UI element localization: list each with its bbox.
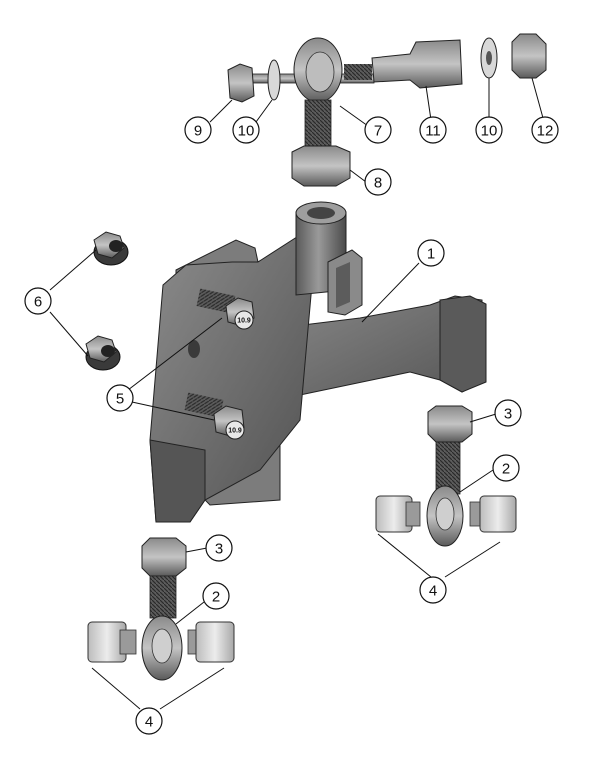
callout-8-label: 8 [374,175,382,192]
lower-flange-bolt: 10.9 [184,392,245,440]
upper-flange-bolt: 10.9 [196,288,255,330]
callout-9-label: 9 [194,123,202,140]
callout-9: 9 [184,116,212,144]
callout-3-lower: 3 [205,534,233,562]
callout-1: 1 [417,239,445,267]
right-rod-end-assembly [375,405,517,547]
callout-3-right-label: 3 [504,406,512,423]
callout-4-lower: 4 [135,707,163,735]
callout-2-right: 2 [492,454,520,482]
callout-11-label: 11 [425,123,441,140]
callout-10-right-label: 10 [481,123,498,140]
callout-6-label: 6 [34,294,42,311]
callout-10-left: 10 [232,116,260,144]
callout-12-label: 12 [537,123,554,140]
callout-4-right: 4 [419,576,447,604]
callout-4-lower-label: 4 [145,714,153,731]
callout-2-lower-label: 2 [212,589,220,606]
callout-4-right-label: 4 [429,583,437,600]
callout-3-right: 3 [494,399,522,427]
callout-10-left-label: 10 [238,123,255,140]
callout-10-right: 10 [475,116,503,144]
callout-5-label: 5 [116,391,124,408]
lower-rod-end-assembly [87,537,235,681]
leader-lines [49,77,544,710]
callout-3-lower-label: 3 [215,541,223,558]
callout-6: 6 [24,287,52,315]
callout-11: 11 [419,116,447,144]
upper-bolt-grade: 10.9 [237,318,251,325]
callout-7-label: 7 [374,123,382,140]
callout-12: 12 [531,116,559,144]
flange-nut-lower [85,335,121,371]
lower-bolt-grade: 10.9 [228,428,242,435]
callout-2-right-label: 2 [502,461,510,478]
flange-nut-upper [93,231,129,266]
callout-7: 7 [364,116,392,144]
callout-2-lower: 2 [202,582,230,610]
callout-8: 8 [364,168,392,196]
callout-5: 5 [106,384,134,412]
callout-1-label: 1 [427,246,435,263]
top-rod-end-assembly [227,33,547,187]
